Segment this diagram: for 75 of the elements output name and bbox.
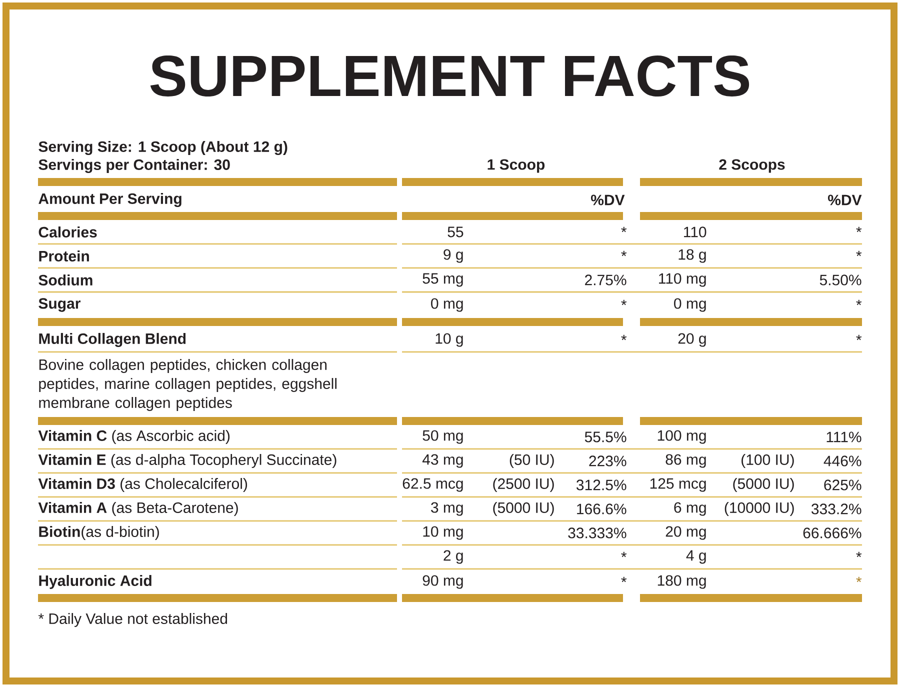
amount-value: 86 mg	[666, 454, 706, 468]
daily-value: 625%	[824, 480, 862, 490]
amount-value: 20 g	[678, 333, 706, 347]
daily-value: 312.5%	[576, 480, 626, 490]
amount-value: 10 mg	[423, 526, 463, 540]
amount-value: 0 mg	[431, 298, 463, 312]
amount-value: 110	[684, 226, 706, 238]
nutrient-name: Vitamin D3 (as Cholecalciferol)	[38, 478, 248, 492]
daily-value: *	[856, 576, 862, 582]
daily-value: 333.2%	[812, 504, 862, 514]
daily-value: *	[856, 552, 862, 558]
nutrient-name: Multi Collagen Blend	[39, 332, 186, 348]
daily-value: *	[621, 576, 627, 582]
daily-value: *	[856, 334, 862, 340]
daily-value: *	[856, 250, 862, 256]
amount-value: 9 g	[444, 249, 463, 263]
daily-value: *	[621, 226, 627, 232]
daily-value: *	[856, 226, 862, 232]
daily-value: 33.333%	[568, 528, 626, 538]
amount-value: 180 mg	[658, 575, 706, 589]
title: SUPPLEMENT FACTS	[150, 55, 750, 97]
nutrient-name: Hyaluronic Acid	[39, 575, 152, 589]
nutrient-name: Vitamin C (as Ascorbic acid)	[38, 430, 230, 444]
column-header: %DV	[591, 194, 625, 206]
daily-value: 166.6%	[577, 504, 626, 514]
amount-value: (5000 IU)	[733, 478, 794, 492]
amount-value: 20 mg	[666, 526, 706, 540]
amount-value: 6 mg	[674, 502, 706, 516]
amount-value: (50 IU)	[510, 454, 554, 468]
daily-value: 5.50%	[820, 274, 862, 286]
nutrient-name: Sodium	[38, 274, 92, 286]
amount-value: 10 g	[436, 333, 463, 347]
amount-value: 110 mg	[659, 273, 706, 287]
amount-value: 3 mg	[431, 502, 463, 516]
column-header: %DV	[828, 194, 862, 206]
amount-value: 100 mg	[658, 430, 706, 444]
serving-info: Servings per Container: 30	[38, 158, 230, 174]
amount-value: 125 mcg	[650, 478, 706, 492]
daily-value: 2.75%	[585, 274, 626, 286]
nutrient-name: Protein	[39, 250, 89, 262]
amount-value: (5000 IU)	[493, 502, 554, 516]
nutrient-name: Sugar	[38, 298, 80, 312]
nutrient-name: Calories	[38, 226, 97, 238]
amount-value: 43 mg	[422, 454, 463, 468]
column-header: 1 Scoop	[488, 159, 545, 173]
amount-value: 2 g	[444, 550, 463, 564]
amount-value: (10000 IU)	[724, 502, 794, 516]
daily-value: 223%	[589, 456, 626, 466]
amount-value: 55 mg	[422, 273, 463, 287]
column-header: 2 Scoops	[719, 159, 785, 173]
amount-value: 90 mg	[422, 575, 463, 589]
description-text: Bovine collagen peptides, chicken collagen peptides, marine collagen peptides, eggshell membrane collagen peptides	[39, 359, 336, 411]
column-header: Amount Per Serving	[38, 192, 182, 208]
daily-value: 111%	[826, 432, 862, 442]
daily-value: *	[856, 300, 862, 306]
nutrient-name: Vitamin A (as Beta-Carotene)	[38, 502, 238, 516]
nutrient-name: Biotin(as d-biotin)	[39, 526, 159, 540]
amount-value: (100 IU)	[742, 454, 794, 468]
daily-value: *	[621, 334, 627, 340]
daily-value: *	[621, 250, 627, 256]
nutrient-name: Vitamin E (as d-alpha Tocopheryl Succinate)	[38, 454, 336, 468]
amount-value: (2500 IU)	[493, 478, 554, 492]
footnote: * Daily Value not established	[38, 613, 228, 627]
amount-value: 55	[448, 226, 464, 238]
amount-value: 50 mg	[422, 430, 463, 444]
amount-value: 4 g	[686, 550, 706, 564]
amount-value: 18 g	[678, 249, 706, 263]
daily-value: *	[621, 300, 627, 306]
serving-info: Serving Size: 1 Scoop (About 12 g)	[38, 140, 288, 156]
daily-value: 446%	[824, 456, 862, 466]
daily-value: *	[621, 552, 627, 558]
daily-value: 66.666%	[803, 528, 862, 538]
amount-value: 62.5 mcg	[402, 478, 463, 492]
daily-value: 55.5%	[584, 432, 626, 442]
amount-value: 0 mg	[674, 298, 706, 312]
